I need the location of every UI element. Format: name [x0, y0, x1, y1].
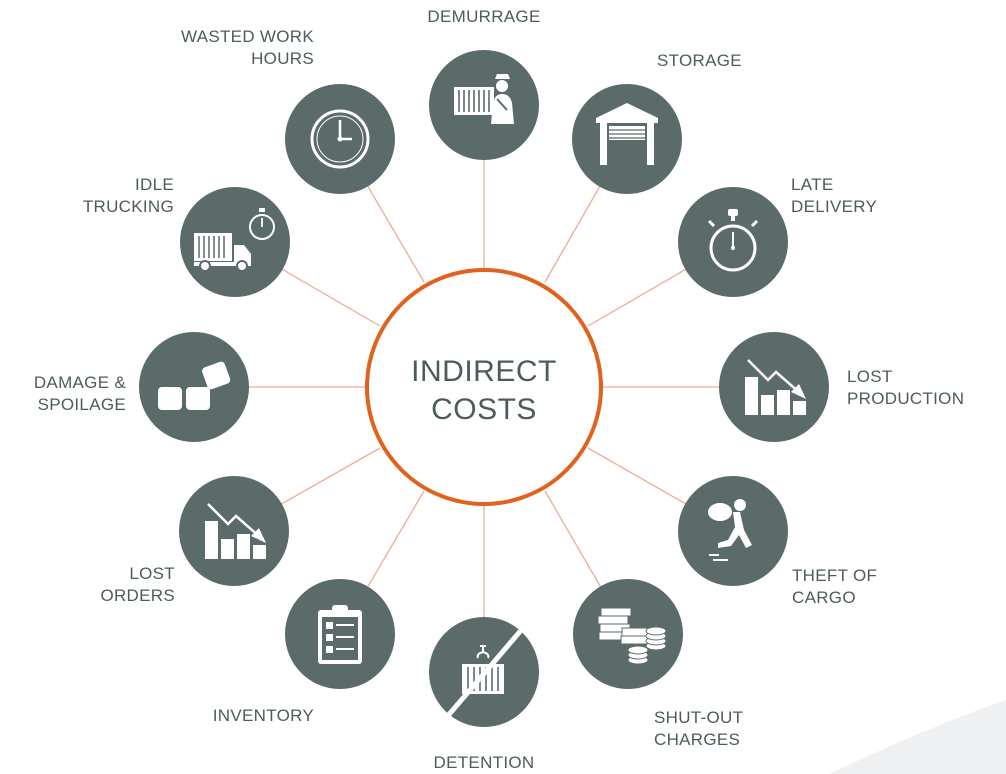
declining-chart-icon	[205, 503, 266, 559]
stopwatch-icon	[707, 209, 759, 272]
node-label-demurrage: DEMURRAGE	[427, 7, 541, 26]
node-label-wasted-work-hours: WASTED WORK HOURS	[181, 27, 314, 68]
clipboard-icon	[318, 605, 362, 664]
node-label-late-delivery: LATE DELIVERY	[791, 175, 878, 216]
node-label-storage: STORAGE	[657, 51, 742, 70]
node-label-idle-trucking: IDLE TRUCKING	[82, 175, 174, 216]
thief-icon	[708, 499, 752, 561]
node-label-lost-orders: LOST ORDERS	[100, 564, 175, 605]
declining-chart-icon	[745, 359, 806, 415]
node-circle-lost-production	[719, 332, 829, 442]
node-label-detention: DETENTION	[433, 753, 535, 772]
node-label-shut-out-charges: SHUT-OUT CHARGES	[654, 708, 744, 749]
node-circle-lost-orders	[179, 476, 289, 586]
hub-title-line2: COSTS	[431, 393, 537, 426]
clock-icon	[310, 109, 370, 169]
container-officer-icon	[454, 74, 514, 124]
warehouse-icon	[596, 103, 658, 165]
hub-title: INDIRECT COSTS	[366, 353, 602, 429]
damaged-boxes-icon	[158, 361, 231, 410]
truck-timer-icon	[194, 208, 275, 272]
node-label-damage-spoilage: DAMAGE & SPOILAGE	[33, 373, 126, 414]
node-label-inventory: INVENTORY	[212, 706, 314, 725]
node-label-theft-of-cargo: THEFT OF CARGO	[792, 566, 878, 607]
hub-title-line1: INDIRECT	[411, 355, 557, 388]
node-label-lost-production: LOST PRODUCTION	[847, 367, 965, 408]
money-stack-icon	[597, 607, 667, 665]
crossed-container-icon	[444, 626, 525, 720]
background-swoosh	[830, 700, 1006, 774]
hub-circle	[365, 268, 603, 506]
